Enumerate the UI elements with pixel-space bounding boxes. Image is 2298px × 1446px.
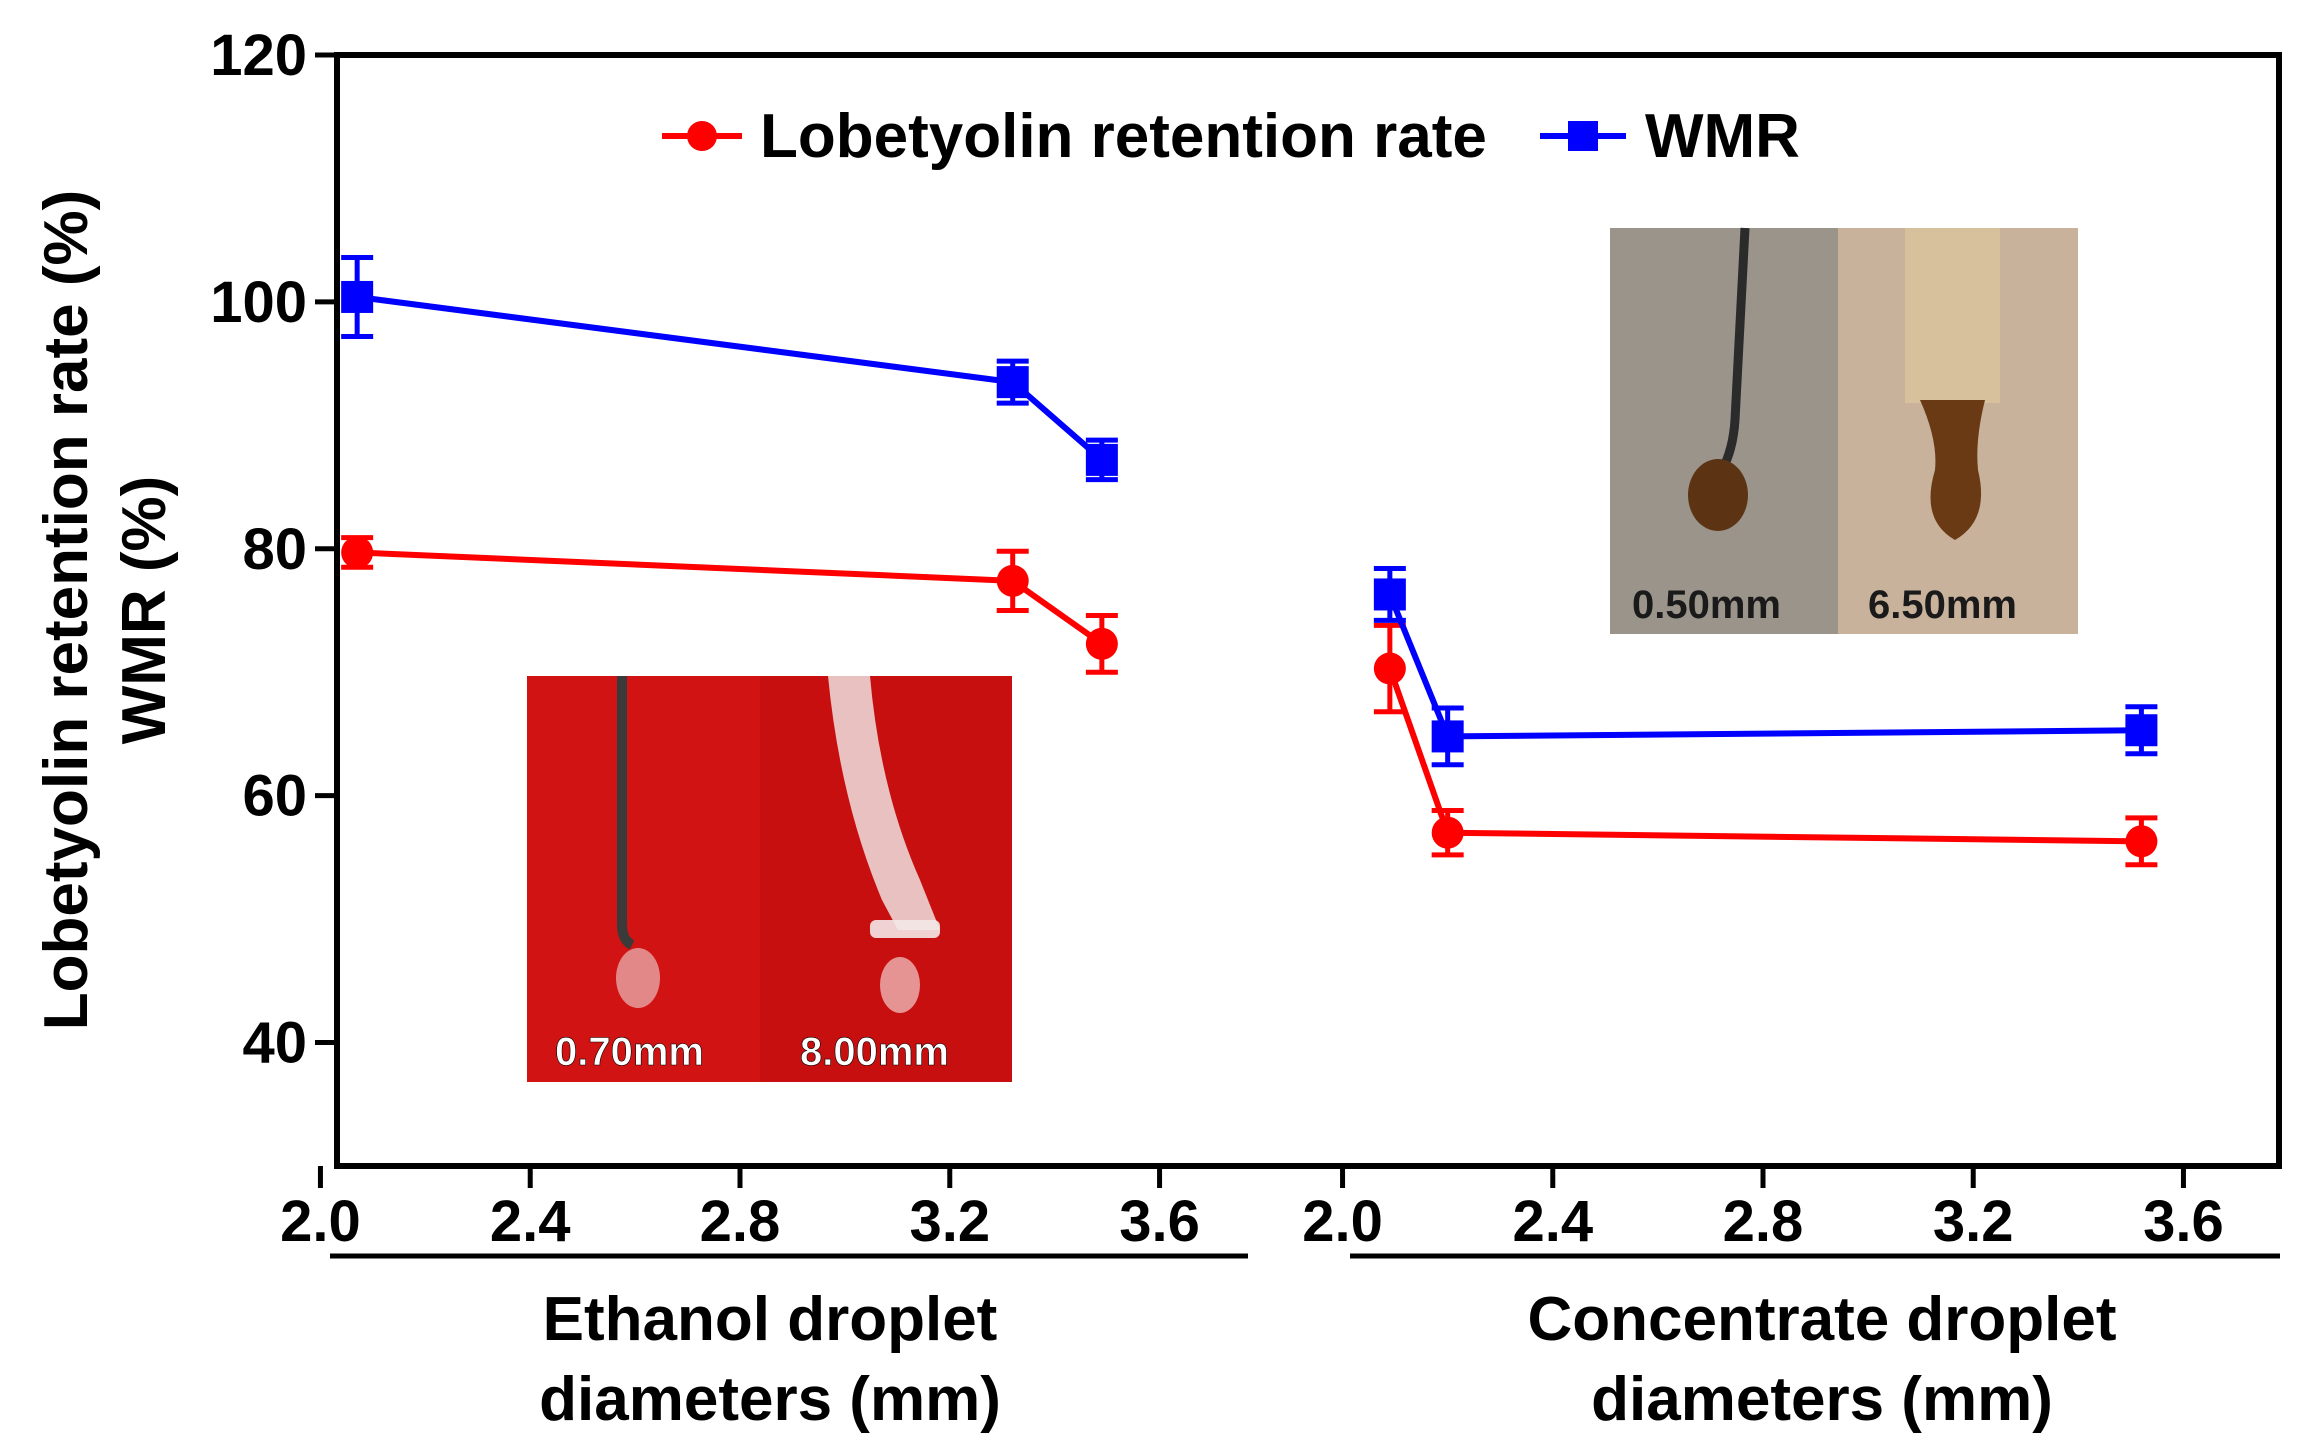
wmr-data-point [2125, 704, 2158, 757]
data-layer [341, 254, 2158, 868]
lobetyolin-series-line [1387, 667, 2142, 845]
x-tick-label: 2.0 [280, 1189, 361, 1254]
wmr-data-point [996, 358, 1029, 406]
inset-label-left: 0.50mm [1632, 583, 1781, 627]
concentrate-droplet-large [1920, 400, 1985, 540]
square-marker [1085, 443, 1118, 476]
x-tick-label: 3.6 [1119, 1189, 1200, 1254]
x-tick-label: 2.0 [1302, 1189, 1383, 1254]
x-axis-label-left-line1: Ethanol droplet [543, 1285, 998, 1354]
x-tick-label: 2.4 [1512, 1189, 1593, 1254]
plot-frame [334, 52, 2282, 1169]
circle-marker [1431, 816, 1464, 849]
x-axis-label-right-line1: Concentrate droplet [1527, 1285, 2116, 1354]
square-marker [2125, 714, 2158, 747]
wmr-data-point [341, 254, 374, 339]
ethanol-droplet-small [616, 948, 660, 1008]
legend-label-lobetyolin: Lobetyolin retention rate [760, 102, 1487, 171]
x-axis-label-left-line2: diameters (mm) [539, 1365, 1001, 1434]
x-tick-label: 3.6 [2143, 1189, 2224, 1254]
lobetyolin-data-point [2125, 815, 2158, 868]
ethanol-droplet-large [880, 957, 920, 1013]
ethanol-droplet-photo-inset: 0.70mm 8.00mm [527, 676, 1012, 1082]
y-tick-label: 40 [242, 1011, 307, 1076]
circle-marker [2125, 825, 2158, 858]
wmr-data-point [1373, 566, 1406, 623]
x-axis-label-right-line2: diameters (mm) [1591, 1365, 2053, 1434]
x-tick-label: 2.8 [1723, 1189, 1804, 1254]
square-marker [996, 366, 1029, 399]
circle-marker [341, 536, 374, 569]
axes-layer: 40 60 80 100 120 2.0 2.4 2.8 3.2 3.6 2.0 2.4 2.8 3.2 3… [210, 23, 2224, 1254]
y-axis-label-line2: WMR (%) [110, 476, 179, 745]
square-marker [1431, 720, 1464, 753]
x-tick-label: 2.8 [700, 1189, 781, 1254]
concentrate-droplet-photo-inset: 0.50mm 6.50mm [1610, 227, 2078, 634]
circle-marker [996, 564, 1029, 597]
square-marker [1373, 578, 1406, 611]
lobetyolin-data-point [1373, 622, 1406, 715]
circle-marker [1373, 652, 1406, 685]
legend-marker-lobetyolin [687, 121, 717, 151]
concentrate-droplet-small [1688, 459, 1748, 531]
lobetyolin-data-point [996, 548, 1029, 613]
y-tick-label: 80 [242, 517, 307, 582]
legend-marker-wmr [1568, 121, 1598, 151]
y-axis-label-line1: Lobetyolin retention rate (%) [32, 190, 101, 1030]
inset-background [1610, 228, 1838, 634]
y-tick-label: 60 [242, 764, 307, 829]
tube-shape [1905, 228, 2000, 403]
y-tick-label: 100 [210, 270, 307, 335]
tube-tip [870, 920, 940, 938]
legend: Lobetyolin retention rate WMR [662, 102, 1800, 171]
inset-label-right: 8.00mm [800, 1030, 949, 1074]
y-tick-label: 120 [210, 23, 307, 88]
square-marker [341, 280, 374, 313]
wmr-series-line [356, 293, 1104, 463]
wmr-data-point [1085, 437, 1118, 483]
lobetyolin-series-line [357, 549, 1104, 647]
x-tick-label: 3.2 [909, 1189, 990, 1254]
x-tick-label: 2.4 [490, 1189, 571, 1254]
needle-shape [617, 676, 635, 950]
inset-label-left: 0.70mm [555, 1030, 704, 1074]
inset-label-right: 6.50mm [1868, 583, 2017, 627]
legend-label-wmr: WMR [1645, 102, 1800, 171]
circle-marker [1085, 627, 1118, 660]
lobetyolin-data-point [1085, 612, 1118, 675]
tube-shape [828, 676, 940, 930]
lobetyolin-data-point [341, 535, 374, 570]
x-tick-label: 3.2 [1933, 1189, 2014, 1254]
lobetyolin-data-point [1431, 807, 1464, 858]
wmr-data-point [1431, 705, 1464, 768]
